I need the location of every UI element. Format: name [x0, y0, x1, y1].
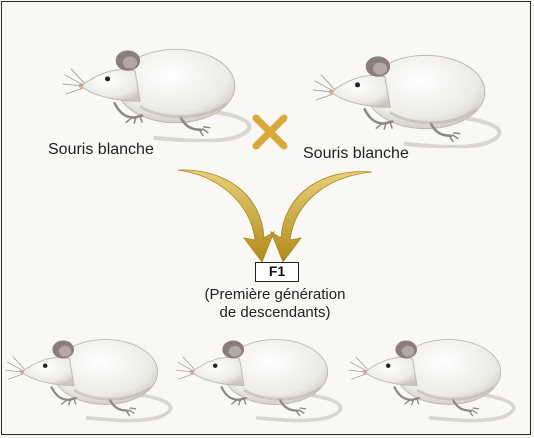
description-line1: (Première génération [160, 286, 390, 304]
curved-arrow-icon-left [178, 170, 274, 262]
offspring-mouse-3 [345, 320, 525, 424]
curved-arrow-icon-right [271, 172, 372, 262]
offspring-mouse-2 [172, 320, 352, 424]
offspring-mouse-1 [2, 320, 182, 424]
generation-description: (Première génération de descendants) [160, 286, 390, 322]
generation-label-box: F1 [255, 262, 299, 282]
